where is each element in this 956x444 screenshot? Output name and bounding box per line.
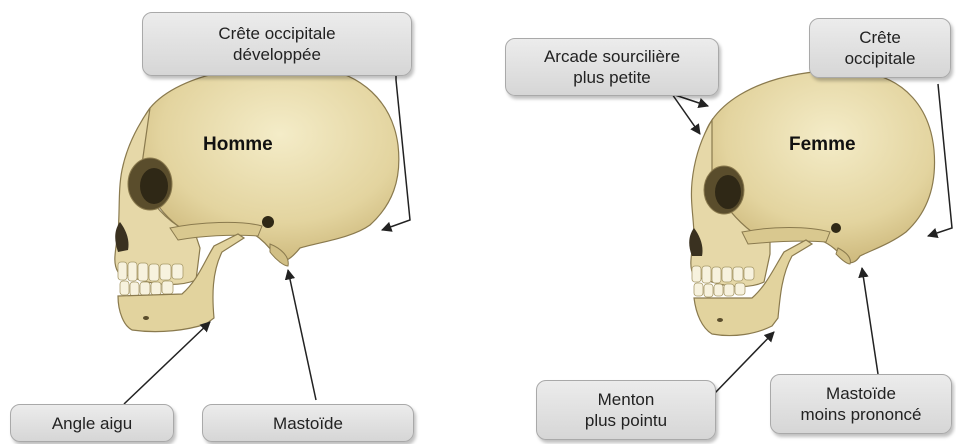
female-chin-line-1: Menton xyxy=(585,389,667,410)
female-chin-pointer xyxy=(714,332,774,394)
male-crest-line-2: développée xyxy=(218,44,335,65)
male-mastoid-callout: Mastoïde xyxy=(202,404,414,442)
female-mastoid-line-2: moins prononcé xyxy=(801,404,922,425)
female-crest-callout: Crête occipitale xyxy=(809,18,951,78)
female-chin-callout: Menton plus pointu xyxy=(536,380,716,440)
female-crest-line-2: occipitale xyxy=(845,48,916,69)
male-mastoid-pointer xyxy=(288,270,316,400)
male-skull xyxy=(115,66,399,332)
female-mastoid-line-1: Mastoïde xyxy=(801,383,922,404)
male-teeth xyxy=(118,262,183,296)
female-mastoid-pointer xyxy=(862,268,878,374)
female-skull xyxy=(689,71,934,336)
female-brow-line-1: Arcade sourcilière xyxy=(544,46,680,67)
male-crest-line-1: Crête occipitale xyxy=(218,23,335,44)
female-crest-line-1: Crête xyxy=(845,27,916,48)
male-crest-callout: Crête occipitale développée xyxy=(142,12,412,76)
female-chin-line-2: plus pointu xyxy=(585,410,667,431)
female-mastoid-callout: Mastoïde moins prononcé xyxy=(770,374,952,434)
male-angle-pointer xyxy=(124,322,210,404)
male-mastoid-text: Mastoïde xyxy=(273,413,343,434)
male-angle-callout: Angle aigu xyxy=(10,404,174,442)
female-brow-pointer-b xyxy=(672,94,700,134)
male-skull-label: Homme xyxy=(203,134,273,156)
male-angle-text: Angle aigu xyxy=(52,413,132,434)
female-skull-label: Femme xyxy=(789,134,856,156)
female-brow-line-2: plus petite xyxy=(544,67,680,88)
female-brow-callout: Arcade sourcilière plus petite xyxy=(505,38,719,96)
